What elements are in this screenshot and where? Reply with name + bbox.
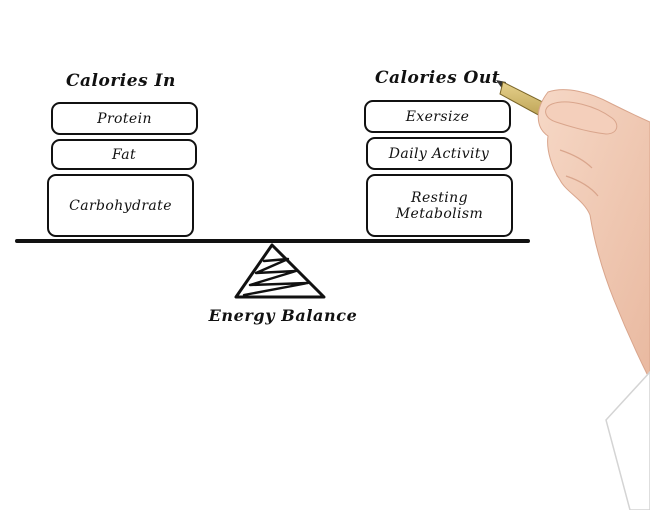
daily-activity-label: Daily Activity	[388, 145, 490, 162]
fat-box: Fat	[51, 139, 197, 170]
protein-label: Protein	[97, 110, 152, 127]
daily-activity-box: Daily Activity	[366, 137, 512, 170]
exersize-label: Exersize	[405, 108, 470, 125]
resting-metabolism-line-2: Metabolism	[395, 205, 484, 222]
carbohydrate-label: Carbohydrate	[69, 197, 172, 214]
calories-out-title: Calories Out	[375, 68, 501, 88]
energy-balance-caption: Energy Balance	[208, 306, 358, 325]
balance-beam	[15, 239, 530, 243]
fat-label: Fat	[112, 146, 136, 163]
exersize-box: Exersize	[364, 100, 511, 133]
protein-box: Protein	[51, 102, 198, 135]
calories-in-title: Calories In	[66, 71, 176, 91]
resting-metabolism-label: Resting Metabolism	[396, 190, 483, 222]
carbohydrate-box: Carbohydrate	[47, 174, 194, 237]
resting-metabolism-line-1: Resting	[411, 189, 468, 206]
resting-metabolism-box: Resting Metabolism	[366, 174, 513, 237]
spring-fulcrum-icon	[234, 243, 326, 299]
